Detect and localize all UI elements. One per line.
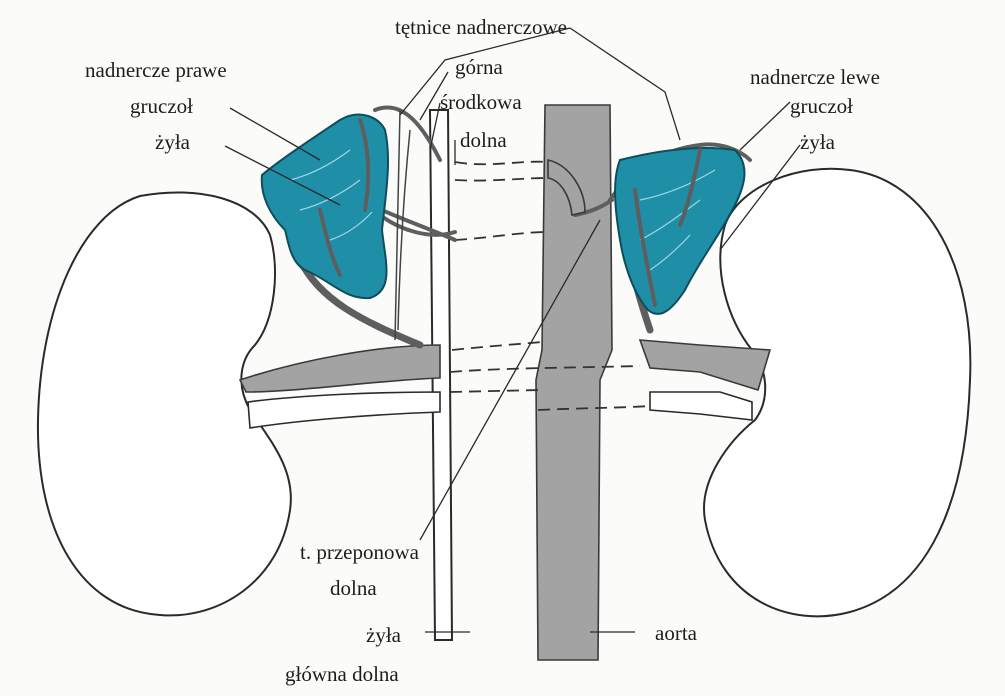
label-nadnercze-prawe: nadnercze prawe xyxy=(85,60,227,81)
label-zyla-lewa: żyła xyxy=(800,132,835,153)
label-dolna: dolna xyxy=(460,130,507,151)
label-tetnice-nadnerczowe: tętnice nadnerczowe xyxy=(395,17,567,38)
leader-gruczol-lewy xyxy=(740,102,790,150)
dashed-vessel-6 xyxy=(450,390,540,392)
left-kidney xyxy=(704,169,970,617)
dashed-vessel-1 xyxy=(455,162,548,165)
label-przeponowa-2: dolna xyxy=(330,578,377,599)
right-renal-vein xyxy=(240,345,440,392)
label-zyla-glowna-1: żyła xyxy=(366,625,401,646)
label-nadnercze-lewe: nadnercze lewe xyxy=(750,67,880,88)
label-gruczol-lewy: gruczoł xyxy=(790,96,853,117)
label-gruczol-prawy: gruczoł xyxy=(130,96,193,117)
leader-nadnercze-prawe xyxy=(230,108,320,160)
label-zyla-glowna-2: główna dolna xyxy=(285,664,399,685)
label-aorta: aorta xyxy=(655,623,697,644)
right-adrenal-gland xyxy=(262,115,388,299)
right-renal-artery xyxy=(248,392,440,428)
dashed-vessel-3 xyxy=(455,232,548,240)
label-srodkowa: środkowa xyxy=(440,92,522,113)
label-gorna: górna xyxy=(455,57,503,78)
left-renal-artery xyxy=(650,392,752,420)
label-przeponowa-1: t. przeponowa xyxy=(300,542,419,563)
label-zyla-prawa: żyła xyxy=(155,132,190,153)
dashed-vessel-2 xyxy=(455,178,548,181)
